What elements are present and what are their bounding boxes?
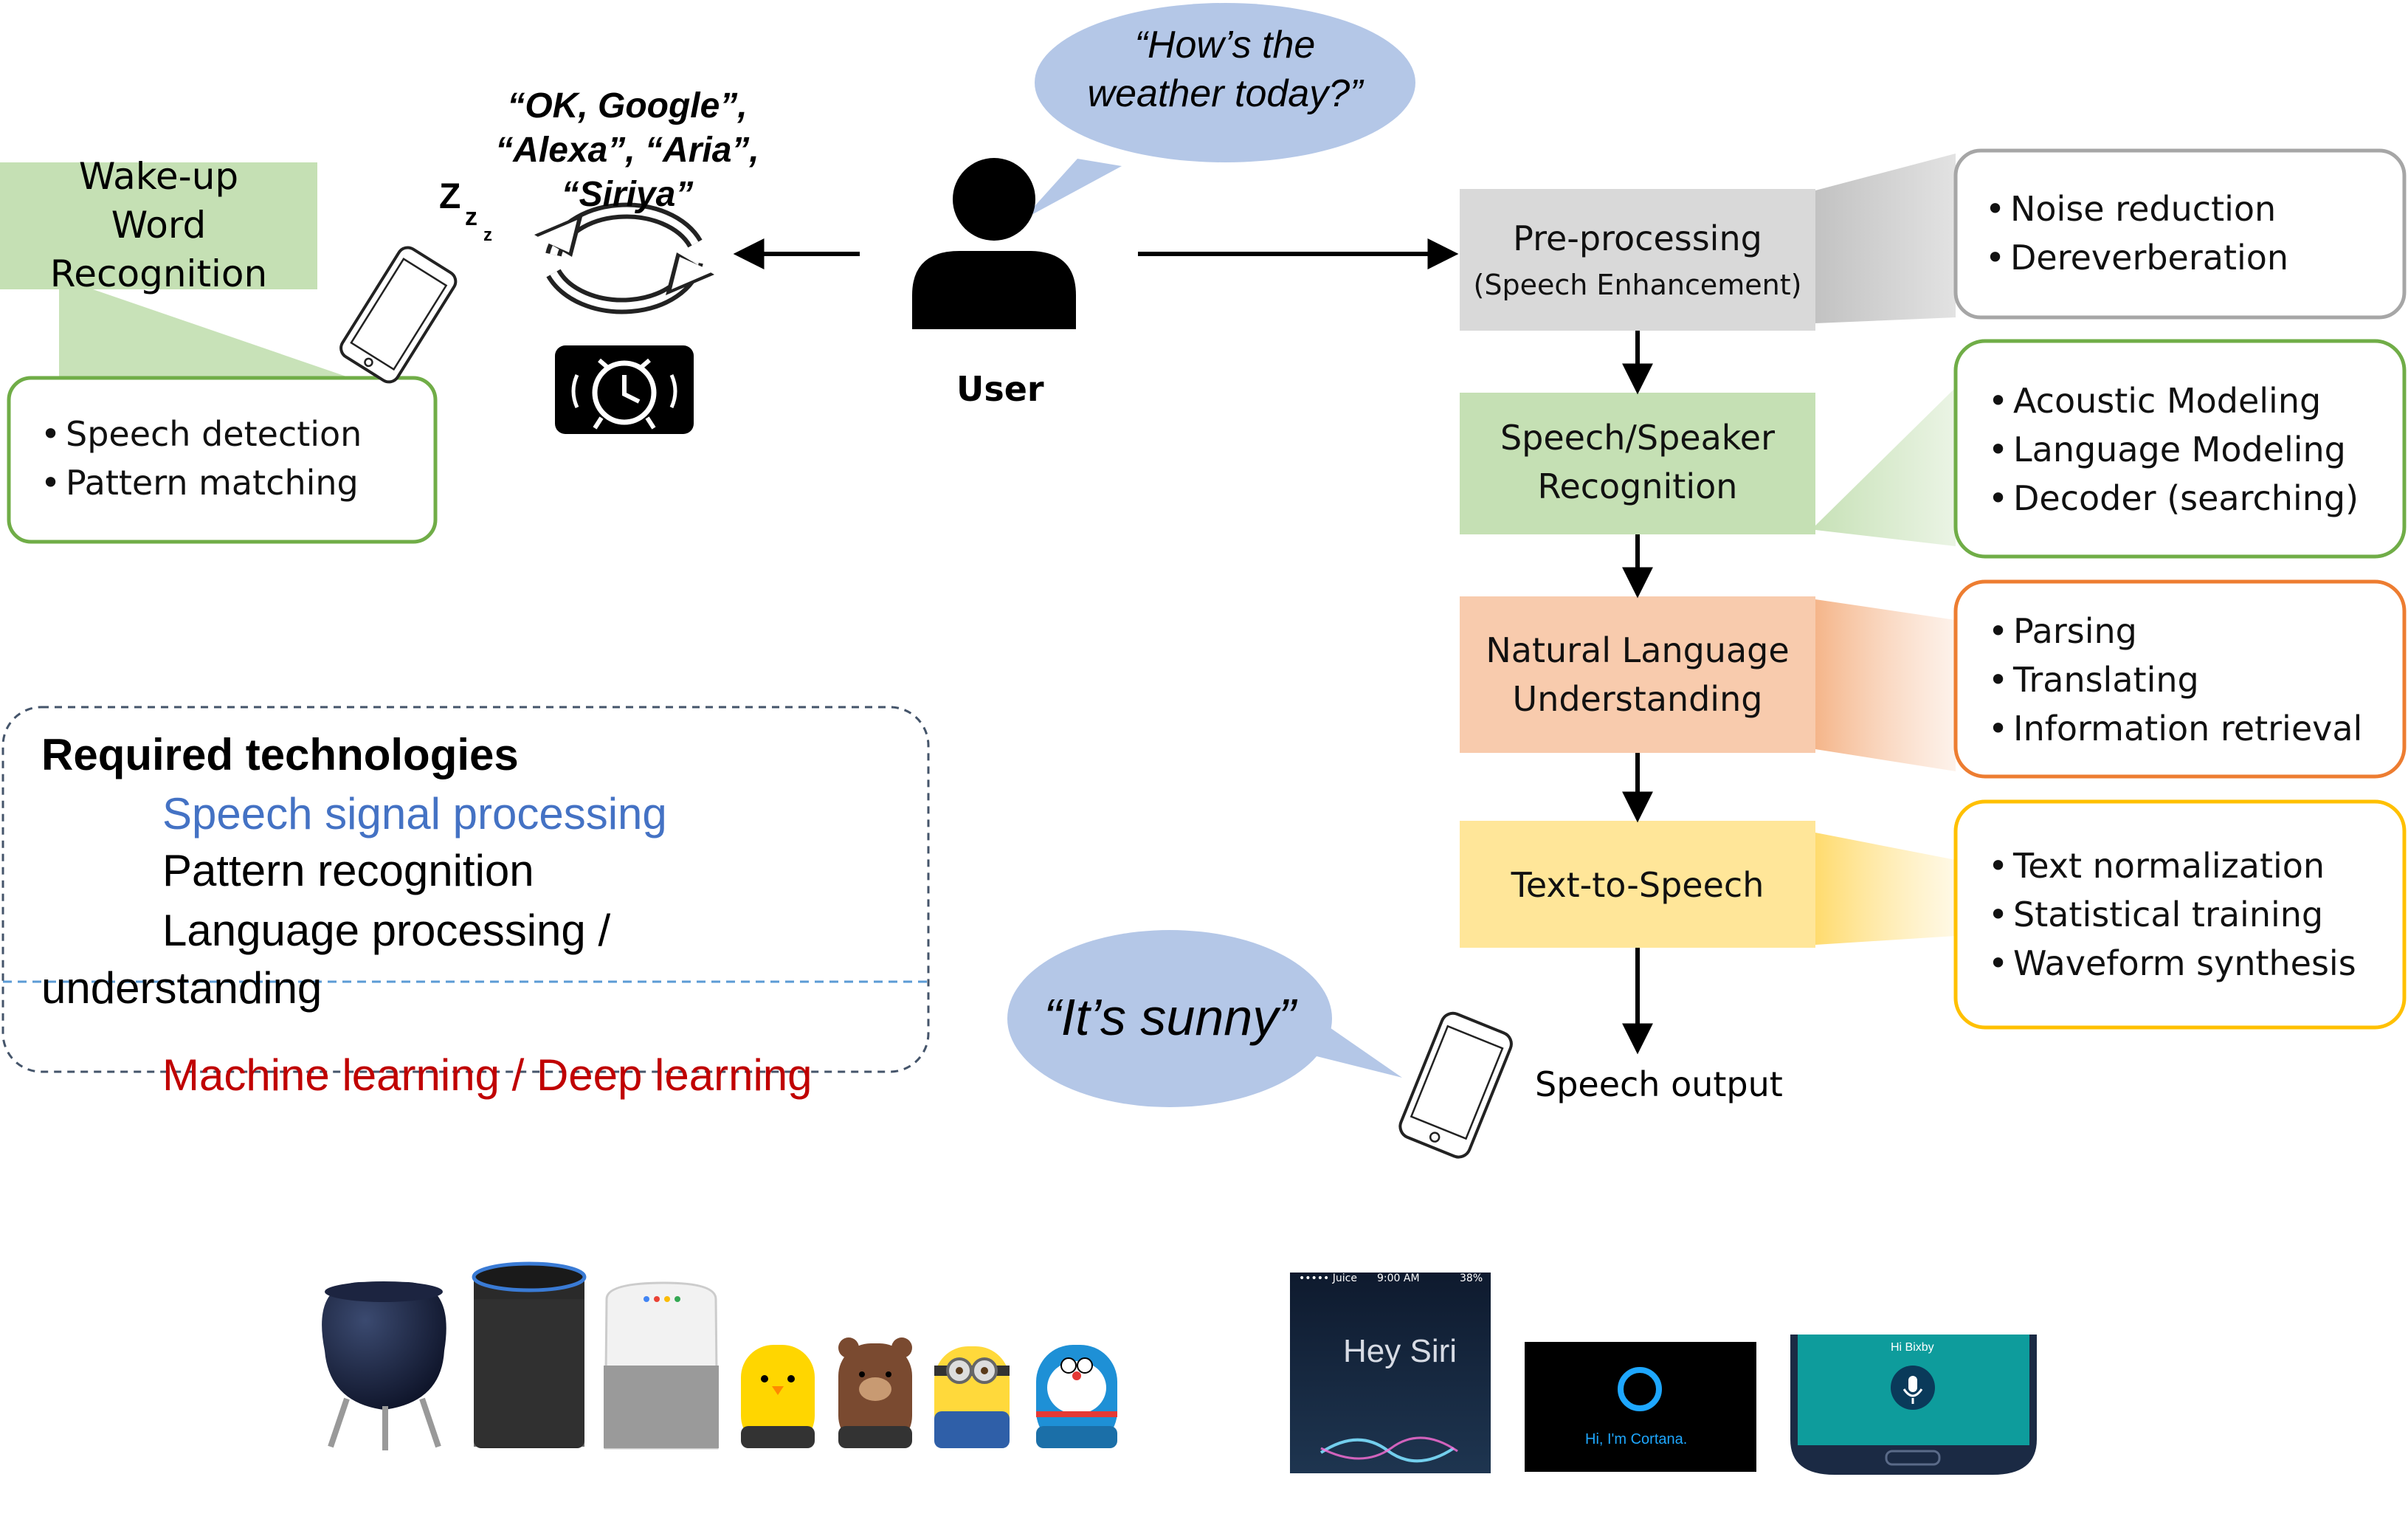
detail-item: Statistical training [1988,890,2356,939]
speech-output-label: Speech output [1535,1064,1783,1104]
smartphone-icon [339,246,458,384]
brown-character-speaker [838,1337,912,1448]
recognition-title: Speech/Speaker Recognition [1500,418,1776,506]
detail-item: Text normalization [1988,841,2356,890]
siri-status-time: 9:00 AM [1377,1273,1420,1284]
output-smartphone-icon [1398,1011,1513,1159]
siri-prompt: Hey Siri [1343,1333,1457,1369]
required-tech-box [1,706,930,1073]
recognition-detail-list: Acoustic Modeling Language Modeling Deco… [1988,376,2359,523]
required-tech-heading: Required technologies [41,730,519,779]
wake-words-line: “OK, Google”, [507,86,748,125]
query-line: weather today?” [1087,72,1363,115]
preprocessing-title: Pre-processing [1513,218,1762,258]
bixby-greeting: Hi Bixby [1891,1341,1934,1354]
preprocessing-detail-list: Noise reduction Dereverberation [1985,185,2288,282]
preprocessing-subtitle: (Speech Enhancement) [1473,269,1802,301]
sally-character-speaker [741,1345,815,1448]
sleep-zzz-icon: Z z z [439,177,492,245]
detail-item: Language Modeling [1988,425,2359,474]
minion-character-speaker [934,1346,1010,1448]
doraemon-character-speaker [1036,1345,1117,1448]
recognition-callout-funnel [1815,388,1956,546]
wakeup-detail-item: Speech detection [41,410,362,458]
answer-bubble-text: “It’s sunny” [1043,988,1296,1046]
amazon-echo-speaker [472,1261,587,1448]
tts-detail-list: Text normalization Statistical training … [1988,841,2356,988]
detail-item: Translating [1988,655,2362,704]
svg-text:z: z [483,225,492,245]
answer-speech-bubble [1007,930,1402,1107]
bixby-phone: Hi Bixby [1790,1335,2037,1475]
wakeup-title-line: Wake-up [78,155,239,198]
required-tech-item: Language processing / understanding [41,906,611,1013]
wakeup-detail-item: Pattern matching [41,458,362,507]
wake-words: “OK, Google”, “Alexa”, “Aria”, “Siriya” [472,84,782,217]
svg-text:z: z [465,203,477,231]
tts-title: Text-to-Speech [1511,865,1764,905]
cortana-screen: Hi, I'm Cortana. [1525,1342,1756,1472]
nlu-box [1460,596,1815,753]
wake-words-line: “Alexa”, “Aria”, [495,131,759,170]
wakeup-callout-funnel [59,288,351,378]
detail-item: Acoustic Modeling [1988,376,2359,425]
nlu-title: Natural Language Understanding [1486,630,1790,719]
cortana-greeting: Hi, I'm Cortana. [1585,1431,1687,1447]
siri-status-left: ••••• Juice [1299,1273,1357,1284]
siri-screen: ••••• Juice 9:00 AM 38% Hey Siri [1290,1273,1491,1473]
query-speech-bubble [1022,3,1415,220]
detail-item: Information retrieval [1988,704,2362,753]
preprocessing-callout-funnel [1815,154,1956,323]
required-tech-item: Machine learning / Deep learning [162,1050,813,1100]
wakeup-title: Wake-up Word Recognition [0,152,317,298]
nlu-callout-funnel [1815,599,1956,771]
preprocessing-box [1460,189,1815,331]
samsung-galaxy-home-speaker [322,1281,446,1450]
wakeup-title-line: Recognition [49,252,268,295]
alarm-clock-icon [555,345,694,434]
detail-item: Waveform synthesis [1988,939,2356,988]
detail-item: Decoder (searching) [1988,474,2359,523]
required-tech-item: Speech signal processing [162,789,667,839]
wakeup-title-line: Word [111,204,207,247]
query-line: “How’s the [1134,24,1316,66]
tts-callout-funnel [1815,833,1956,945]
svg-text:Z: Z [439,177,460,216]
microphone-icon [1902,1376,1923,1404]
siri-status-right: 38% [1460,1273,1483,1284]
wakeup-title-box [0,162,317,289]
detail-item: Dereverberation [1985,233,2288,282]
user-label: User [956,369,1044,409]
nlu-detail-list: Parsing Translating Information retrieva… [1988,607,2362,753]
recognition-box [1460,393,1815,534]
detail-item: Noise reduction [1985,185,2288,233]
required-tech-item: Pattern recognition [162,846,534,895]
tts-box [1460,821,1815,948]
wakeup-detail-list: Speech detection Pattern matching [41,410,362,507]
user-icon [912,158,1076,329]
wake-words-line: “Siriya” [561,175,694,214]
detail-item: Parsing [1988,607,2362,655]
query-bubble-text: “How’s the weather today?” [1041,21,1410,118]
google-home-speaker [604,1281,719,1450]
